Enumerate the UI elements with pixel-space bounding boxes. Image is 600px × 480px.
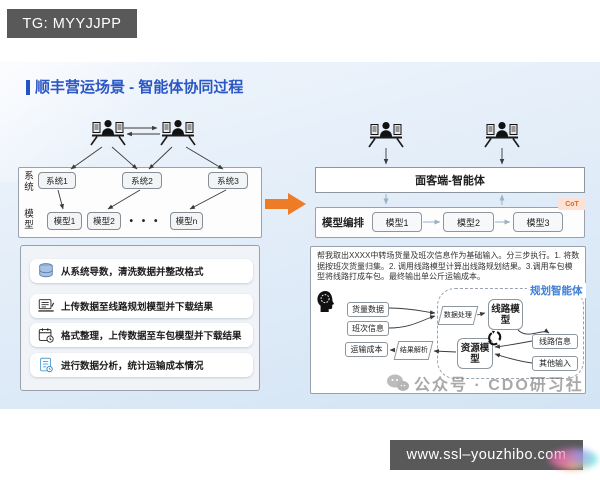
tg-watermark-badge: TG: MYYJJPP	[7, 9, 137, 38]
system-node: 系统2	[122, 172, 162, 189]
client-agent-box: 面客端-智能体	[315, 167, 585, 193]
database-icon	[39, 263, 53, 278]
model-node: 模型1	[47, 212, 82, 230]
operator-icon	[368, 120, 404, 148]
wechat-watermark: 公众号 · CDO研习社	[386, 371, 584, 395]
task-text: 从系统导数，清洗数据并整改格式	[61, 267, 204, 278]
flow-node-data-process: 数据处理	[437, 306, 479, 325]
task-text: 上传数据至线路规划模型并下载结果	[61, 302, 214, 313]
system-node: 系统3	[208, 172, 248, 189]
wechat-icon	[387, 374, 409, 391]
watermark-text: 公众号 · CDO研习社	[414, 377, 584, 394]
flow-node-transport-cost: 运输成本	[345, 342, 388, 357]
task-item: 上传数据至线路规划模型并下载结果	[30, 294, 253, 318]
orchestration-label: 模型编排	[322, 217, 364, 229]
decor-blob	[548, 448, 598, 470]
operator-icon	[484, 120, 520, 148]
planning-agent-boundary	[437, 288, 584, 379]
flow-node-result-parse: 结果解析	[393, 341, 434, 360]
row-label-systems: 系统	[24, 171, 34, 193]
model-node: 模型n	[170, 212, 203, 230]
ai-head-icon	[316, 290, 337, 313]
calendar-clock-icon	[38, 328, 54, 343]
flow-node-cargo-data: 货量数据	[347, 302, 389, 317]
data-analysis-icon	[40, 357, 53, 373]
upload-data-icon	[38, 299, 55, 312]
task-text: 格式整理，上传数据至车包模型并下载结果	[61, 331, 242, 342]
row-label-models: 模型	[24, 209, 34, 231]
orchestration-model-node: 模型2	[443, 212, 494, 232]
flow-node-resource-model: 资源模型	[457, 338, 493, 369]
flow-node-other-input: 其他输入	[532, 356, 578, 371]
flow-node-route-model: 线路模型	[488, 299, 523, 330]
prompt-text: 帮我取出XXXX中转场货量及班次信息作为基础输入。分三步执行。1. 将数据按班次…	[317, 251, 580, 281]
flow-node-shift-info: 班次信息	[347, 321, 389, 336]
model-node: 模型2	[87, 212, 121, 230]
task-text: 进行数据分析，统计运输成本情况	[61, 361, 204, 372]
url-watermark-badge: www.ssl–youzhibo.com	[390, 440, 583, 470]
planning-agent-label: 规划智能体	[527, 283, 586, 298]
orchestration-model-node: 模型3	[513, 212, 563, 232]
system-node: 系统1	[38, 172, 76, 189]
flow-right-arrow-icon	[265, 193, 306, 215]
tasks-panel: 从系统导数，清洗数据并整改格式 上传数据至线路规划模型并下载结果 格式整理，上传…	[20, 245, 260, 391]
flow-node-label: 结果解析	[399, 346, 428, 354]
task-item: 进行数据分析，统计运输成本情况	[30, 353, 253, 377]
ellipsis: • • •	[129, 215, 161, 227]
title-accent-bar	[26, 80, 30, 95]
task-item: 格式整理，上传数据至车包模型并下载结果	[30, 323, 253, 347]
flow-node-route-info: 线路信息	[532, 334, 578, 349]
task-item: 从系统导数，清洗数据并整改格式	[30, 259, 253, 283]
operator-icon	[90, 118, 126, 146]
slide-title: 顺丰营运场景 - 智能体协同过程	[35, 79, 244, 96]
flow-node-label: 数据处理	[444, 311, 472, 319]
cot-tag: CoT	[558, 198, 586, 210]
orchestration-model-node: 模型1	[372, 212, 422, 232]
operator-icon	[160, 118, 196, 146]
recycle-icon	[487, 330, 502, 346]
